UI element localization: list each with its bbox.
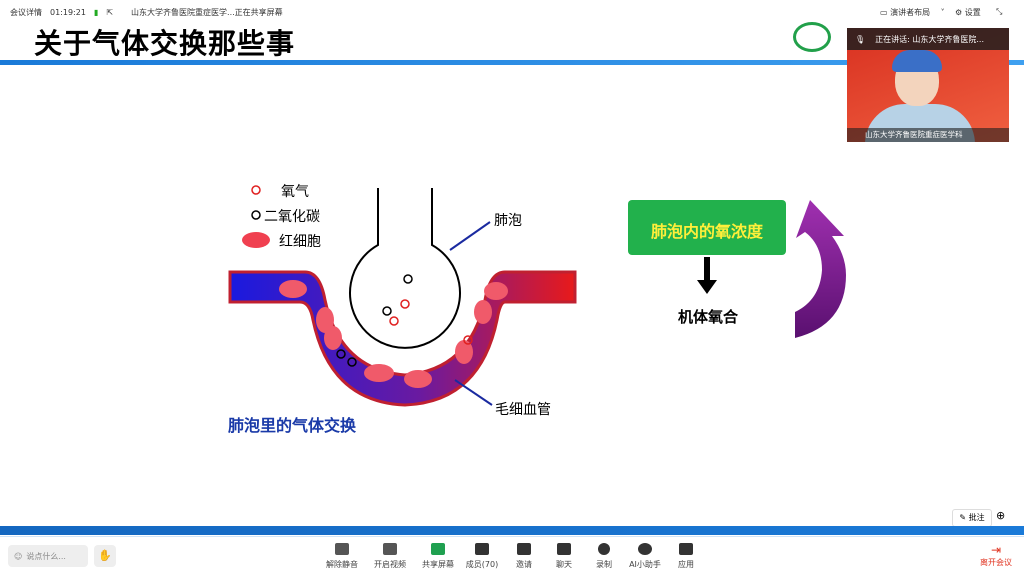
layout-button[interactable]: ▭ 演讲者布局 ˅ <box>880 7 945 17</box>
legend-oxygen: 氧气 <box>281 184 309 200</box>
fullscreen-exit-icon[interactable]: ⤡ <box>996 7 1003 16</box>
meeting-toolbar: ☺ 说点什么... ✋ 解除静音 开启视频 共享屏幕 成员(70) 邀请 聊天 … <box>0 536 1024 576</box>
chat-button[interactable]: 聊天 <box>542 543 586 570</box>
title-divider <box>0 60 1024 65</box>
invite-button[interactable]: 邀请 <box>502 543 546 570</box>
legend-co2: 二氧化碳 <box>264 209 320 225</box>
signal-icon: ▮ <box>93 7 99 17</box>
cycle-arrow-icon <box>795 200 846 338</box>
diagram-caption: 肺泡里的气体交换 <box>228 416 357 435</box>
settings-button[interactable]: ⚙ 设置 <box>955 7 981 17</box>
label-capillary: 毛细血管 <box>495 402 551 418</box>
box-text: 肺泡内的氧浓度 <box>650 222 763 241</box>
meeting-details-button[interactable]: 会议详情 <box>10 7 42 17</box>
camera-off-icon <box>383 543 397 555</box>
oxygen-legend-icon <box>251 185 261 195</box>
record-button[interactable]: 录制 <box>582 543 626 570</box>
oxygen-concentration-box <box>628 200 786 255</box>
members-icon <box>475 543 489 555</box>
co2-legend-icon <box>251 210 261 220</box>
zoom-icon[interactable]: ⊕ <box>996 509 1006 522</box>
invite-icon <box>517 543 531 555</box>
legend-rbc: 红细胞 <box>279 234 321 250</box>
apps-icon <box>679 543 693 555</box>
hospital-logo <box>793 22 831 52</box>
speaker-video[interactable]: 🎙正在讲话: 山东大学齐鲁医院... 山东大学齐鲁医院重症医学科 <box>847 28 1009 142</box>
slide-title: 关于气体交换那些事 <box>34 27 296 60</box>
leave-icon: ⇥ <box>990 543 1002 557</box>
chat-input[interactable]: ☺ 说点什么... <box>8 545 88 567</box>
leave-meeting-button[interactable]: ⇥离开会议 <box>980 543 1012 567</box>
mic-off-icon <box>335 543 349 555</box>
speaking-indicator: 🎙正在讲话: 山东大学齐鲁医院... <box>847 28 1009 50</box>
ai-assistant-icon <box>638 543 652 555</box>
chat-icon <box>557 543 571 555</box>
slide-footer-bar <box>0 526 1024 535</box>
annotate-button[interactable]: ✎ 批注 <box>952 509 992 527</box>
unmute-button[interactable]: 解除静音 <box>320 543 364 570</box>
start-video-button[interactable]: 开启视频 <box>368 543 412 570</box>
share-screen-button[interactable]: 共享屏幕 <box>416 543 460 570</box>
raise-hand-button[interactable]: ✋ <box>94 545 116 567</box>
rbc-legend-icon <box>242 232 270 248</box>
ai-assistant-button[interactable]: AI小助手 <box>623 543 667 570</box>
participant-name: 山东大学齐鲁医院重症医学科 <box>847 128 1009 142</box>
down-arrow-icon <box>697 280 717 294</box>
sharing-status: 山东大学齐鲁医院重症医学...正在共享屏幕 <box>131 7 283 17</box>
record-icon <box>598 543 610 555</box>
meeting-time: 01:19:21 <box>50 7 86 17</box>
oxygenation-label: 机体氧合 <box>677 308 738 326</box>
popout-icon[interactable]: ⇱ <box>106 7 114 17</box>
speaker-icon: 🎙 <box>855 34 866 44</box>
label-alveolus: 肺泡 <box>494 213 522 229</box>
top-bar: 会议详情 01:19:21 ▮ ⇱ 山东大学齐鲁医院重症医学...正在共享屏幕 … <box>0 0 1024 24</box>
alveolus <box>349 188 461 349</box>
share-screen-icon <box>431 543 445 555</box>
apps-button[interactable]: 应用 <box>664 543 708 570</box>
members-button[interactable]: 成员(70) <box>460 543 504 570</box>
